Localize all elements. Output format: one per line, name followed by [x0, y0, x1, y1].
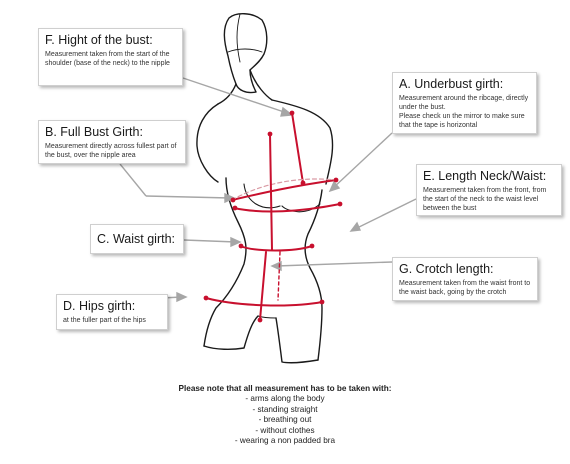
measure-c-waist	[239, 245, 313, 252]
measure-f-bust-height	[291, 112, 304, 184]
pointer-d-arrowhead	[176, 291, 188, 303]
mannequin-face-line	[227, 48, 263, 53]
label-f-title: F. Hight of the bust:	[45, 33, 153, 47]
mannequin-neck	[217, 69, 273, 105]
mannequin-left-shoulder-arm	[196, 103, 219, 183]
endpoint-e-top	[267, 131, 273, 137]
measure-g-crotch	[259, 251, 267, 321]
endpoint-d-left	[203, 295, 209, 301]
label-box-e: E. Length Neck/Waist: Measurement taken …	[416, 164, 562, 216]
endpoint-d-right	[319, 299, 325, 305]
pointer-lines	[119, 77, 417, 303]
endpoint-f-top	[289, 110, 295, 116]
endpoint-a-right	[337, 201, 343, 207]
mannequin-head	[223, 13, 268, 94]
pointer-b-2	[145, 195, 231, 199]
measure-e-neck-waist	[269, 133, 273, 251]
endpoint-c-right	[309, 243, 315, 249]
endpoint-b-left	[230, 197, 236, 203]
endpoint-b-right	[333, 177, 339, 183]
mannequin-right-leg	[275, 317, 319, 364]
pointer-a-arrowhead	[328, 180, 341, 193]
pointer-g	[275, 261, 393, 267]
label-b-title: B. Full Bust Girth:	[45, 125, 143, 139]
note-item: - standing straight	[252, 404, 318, 414]
mannequin-face-center	[236, 13, 241, 63]
pointer-a	[331, 132, 393, 190]
label-box-b: B. Full Bust Girth: Measurement directly…	[38, 120, 186, 164]
pointer-b-arrowhead	[224, 192, 236, 204]
measure-d-hips	[205, 297, 323, 307]
mannequin-right-shoulder-arm	[271, 99, 334, 185]
label-e-title: E. Length Neck/Waist:	[423, 169, 547, 183]
label-box-f: F. Hight of the bust: Measurement taken …	[38, 28, 183, 86]
label-a-title: A. Underbust girth:	[399, 77, 504, 91]
measurement-note: Please note that all measurement has to …	[120, 384, 450, 446]
endpoint-g-bottom	[257, 317, 263, 323]
label-box-a: A. Underbust girth: Measurement around t…	[392, 72, 537, 134]
label-d-title: D. Hips girth:	[63, 299, 136, 313]
measure-b-full-bust-front	[231, 179, 337, 201]
label-d-desc: at the fuller part of the hips	[63, 317, 146, 324]
pointer-e	[354, 198, 417, 230]
label-box-g: G. Crotch length: Measurement taken from…	[392, 257, 538, 301]
mannequin-left-side	[203, 177, 247, 347]
measure-g-crotch-back	[277, 251, 281, 301]
pointer-e-arrowhead	[349, 221, 362, 232]
note-list: - arms along the body - standing straigh…	[120, 394, 450, 446]
label-g-title: G. Crotch length:	[399, 262, 494, 276]
mannequin-bust	[243, 183, 321, 213]
pointer-f-arrowhead	[280, 106, 294, 117]
note-item: - without clothes	[255, 425, 315, 435]
note-heading: Please note that all measurement has to …	[178, 384, 392, 393]
label-g-desc: Measurement taken from the waist front t…	[399, 280, 531, 296]
endpoint-f-bottom	[300, 180, 306, 186]
note-item: - wearing a non padded bra	[234, 436, 336, 446]
pointer-c-arrowhead	[230, 236, 242, 248]
note-item: - arms along the body	[245, 394, 325, 404]
pointer-f	[182, 77, 291, 115]
label-f-desc: Measurement taken from the start of the …	[45, 51, 170, 67]
measure-b-full-bust-back	[231, 178, 337, 201]
pointer-c	[183, 239, 237, 243]
label-e-desc: Measurement taken from the front, from t…	[423, 187, 547, 212]
endpoint-a-left	[232, 205, 238, 211]
label-box-d: D. Hips girth: at the fuller part of the…	[56, 294, 168, 330]
mannequin-left-leg	[203, 315, 259, 351]
label-box-c: C. Waist girth:	[90, 224, 184, 254]
measurement-endpoints	[203, 110, 343, 323]
measure-a-underbust	[233, 203, 341, 213]
pointer-g-arrowhead	[270, 260, 282, 272]
label-c-title: C. Waist girth:	[97, 232, 176, 246]
label-b-desc: Measurement directly across fullest part…	[45, 143, 177, 159]
endpoint-c-left	[238, 243, 244, 249]
note-item: - breathing out	[258, 415, 312, 425]
pointer-b	[119, 163, 147, 197]
mannequin-figure	[196, 13, 334, 364]
label-a-desc: Measurement around the ribcage, directly…	[399, 95, 529, 129]
measurement-lines	[205, 112, 341, 321]
mannequin-right-side	[304, 189, 323, 361]
